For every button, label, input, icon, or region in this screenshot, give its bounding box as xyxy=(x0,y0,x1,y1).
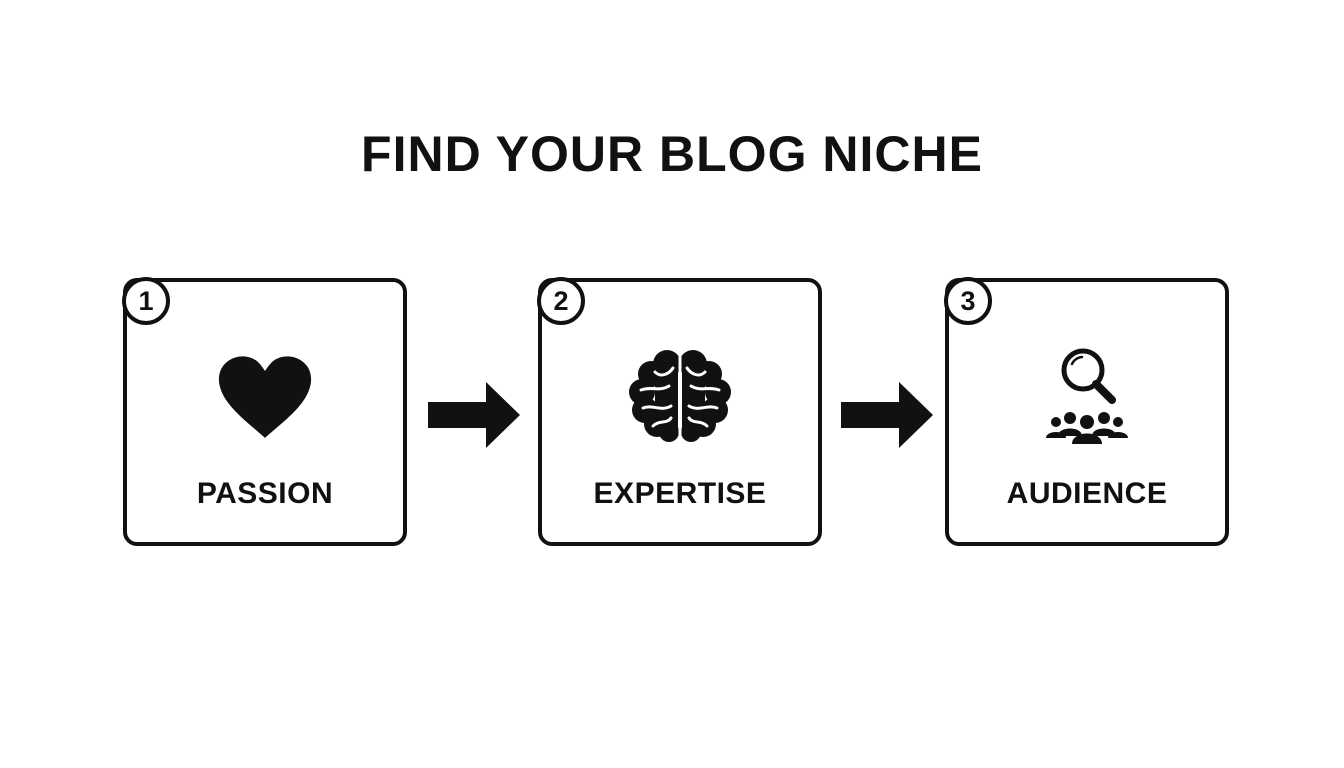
arrow-right-icon xyxy=(428,382,520,448)
step-card-passion: 1 PASSION xyxy=(122,277,407,546)
magnifier-audience-icon xyxy=(1032,342,1142,452)
diagram-title: FIND YOUR BLOG NICHE xyxy=(361,126,983,182)
step-label: EXPERTISE xyxy=(593,477,767,510)
step-card-audience: 3 AUDIENCE xyxy=(944,277,1229,546)
brain-icon xyxy=(625,342,735,452)
step-number-badge: 2 xyxy=(537,277,585,325)
step-label: AUDIENCE xyxy=(1006,477,1168,510)
step-number-badge: 3 xyxy=(944,277,992,325)
step-card-expertise: 2 xyxy=(537,277,822,546)
arrow-right-icon xyxy=(841,382,933,448)
step-label: PASSION xyxy=(196,477,334,510)
step-number-badge: 1 xyxy=(122,277,170,325)
heart-icon xyxy=(210,342,320,452)
